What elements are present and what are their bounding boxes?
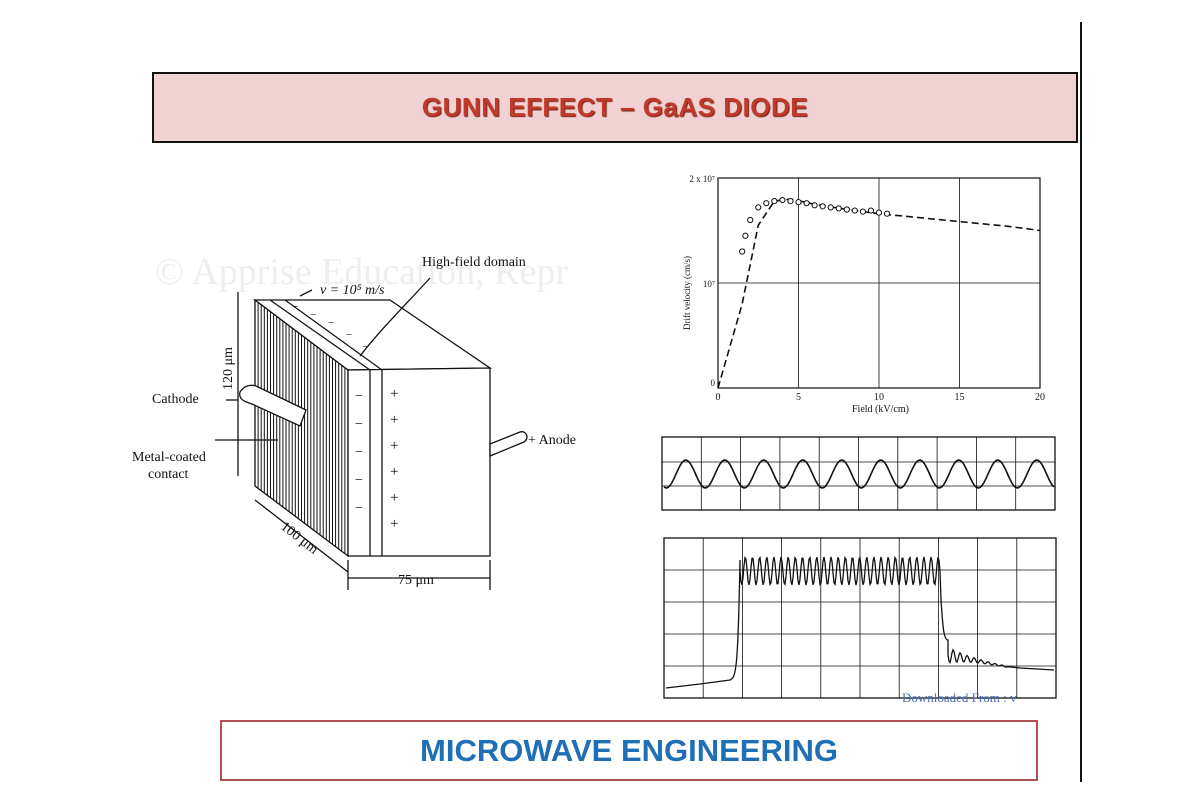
footer-title: MICROWAVE ENGINEERING <box>420 732 838 768</box>
positive-charge: + <box>390 412 398 428</box>
data-point <box>867 207 875 214</box>
data-point <box>819 203 826 210</box>
data-point <box>771 198 778 205</box>
sine-oscillogram <box>661 436 1056 511</box>
domain-charge: − <box>362 341 368 353</box>
negative-charge: − <box>355 473 363 488</box>
sine-wave <box>663 459 1055 489</box>
space-charges: −−−−−++++++−−−−− <box>292 301 398 532</box>
domain-charge: − <box>346 329 352 341</box>
pulse-wave <box>665 555 1055 689</box>
data-point <box>747 216 754 224</box>
watermark-text: © Apprise Education, Repr <box>155 251 569 293</box>
footer-banner: MICROWAVE ENGINEERING <box>220 720 1038 781</box>
front-face <box>347 367 491 557</box>
chart-x-tick-label: 0 <box>716 392 721 403</box>
data-point <box>763 200 770 207</box>
downloaded-from-note: Downloaded From : v <box>902 690 1017 705</box>
anode-wire <box>489 431 528 457</box>
chart-x-axis-label: Field (kV/cm) <box>852 404 909 415</box>
slide-title: GUNN EFFECT – GaAS DIODE <box>421 92 809 122</box>
velocity-arrow <box>299 289 313 297</box>
pulse-grid <box>664 538 1056 698</box>
data-point <box>803 200 810 207</box>
velocity-label: v = 10⁵ m/s <box>320 283 385 298</box>
chart-x-tick-label: 10 <box>874 392 884 403</box>
pulse-oscillogram <box>663 537 1057 699</box>
chart-x-ticks: 0 5 10 15 20 <box>716 392 1046 403</box>
chart-y-tick-label: 0 <box>711 378 716 388</box>
data-point <box>827 204 834 211</box>
data-point <box>811 202 818 209</box>
chart-x-tick-label: 15 <box>955 392 965 403</box>
negative-charge: − <box>355 417 363 432</box>
contact-label-line2: contact <box>148 467 189 482</box>
data-point <box>835 205 842 212</box>
positive-charge: + <box>390 490 398 506</box>
negative-charge: − <box>355 501 363 516</box>
height-label: 120 μm <box>221 347 236 390</box>
data-point <box>755 204 762 211</box>
domain-top-line-1 <box>269 299 371 371</box>
chart-y-ticks: 0 10⁷ 2 x 10⁷ <box>689 174 715 388</box>
data-point <box>851 207 858 214</box>
chart-y-axis-label: Drift velocity (cm/s) <box>682 256 692 330</box>
data-point <box>875 209 883 216</box>
domain-charge: − <box>328 317 334 329</box>
domain-top-line-2 <box>284 299 383 371</box>
data-point <box>859 208 867 215</box>
positive-charge: + <box>390 386 398 402</box>
domain-leader-line <box>359 277 431 357</box>
domain-label: High-field domain <box>422 255 526 270</box>
data-point <box>787 198 794 205</box>
positive-charge: + <box>390 516 398 532</box>
title-banner: GUNN EFFECT – GaAS DIODE <box>152 72 1078 143</box>
depth-dimension-line <box>254 499 349 573</box>
positive-charge: + <box>390 438 398 454</box>
data-point <box>843 206 850 213</box>
cathode-label: Cathode <box>152 392 199 407</box>
chart-x-tick-label: 5 <box>796 392 801 403</box>
cathode-wire <box>239 384 307 427</box>
negative-charge: − <box>355 445 363 460</box>
domain-charge: − <box>292 301 298 313</box>
data-point <box>883 210 891 217</box>
anode-label: + Anode <box>528 433 576 448</box>
data-point <box>795 199 802 206</box>
gunn-diode-diagram <box>215 277 528 590</box>
data-point <box>742 232 749 239</box>
data-point <box>739 248 746 255</box>
chart-y-tick-label: 10⁷ <box>703 279 715 289</box>
slide-right-divider <box>1080 22 1082 782</box>
data-point <box>779 196 786 204</box>
chart-grid <box>718 178 1040 388</box>
negative-charge: − <box>355 389 363 404</box>
contact-label-line1: Metal-coated <box>132 450 206 465</box>
velocity-field-chart: 0 5 10 15 20 0 10⁷ 2 x 10⁷ Drift velocity (cm/… <box>682 174 1045 415</box>
sine-grid <box>662 437 1055 510</box>
chart-x-tick-label: 20 <box>1035 392 1045 403</box>
measured-points <box>739 196 891 255</box>
width-label: 75 μm <box>398 573 434 588</box>
domain-charge: − <box>310 309 316 321</box>
positive-charge: + <box>390 464 398 480</box>
chart-y-tick-label: 2 x 10⁷ <box>689 174 715 184</box>
